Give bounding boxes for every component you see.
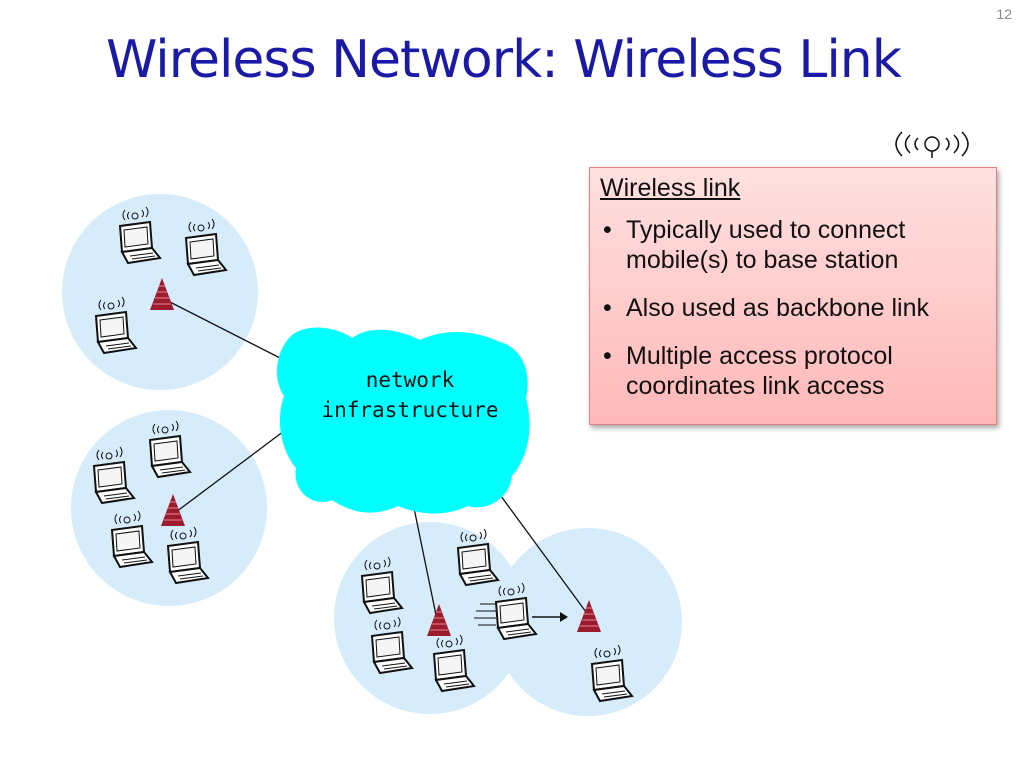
bullet-icon: •: [603, 216, 612, 244]
bullet-text: Typically used to connect mobile(s) to b…: [626, 216, 906, 274]
bullet-icon: •: [603, 294, 612, 322]
link-bottom-tower-2: [497, 491, 587, 613]
wireless-link-infobox: Wireless link • Typically used to connect…: [589, 167, 997, 425]
cloud-label-line-2: infrastructure: [321, 398, 499, 422]
slide-number: 12: [996, 6, 1012, 22]
slide-title: Wireless Network: Wireless Link: [106, 30, 902, 90]
link-top-tower: [165, 299, 285, 361]
bullet-text: Also used as backbone link: [626, 294, 929, 322]
cloud-label: network infrastructure: [318, 365, 502, 425]
wireless-signal-icon: [895, 131, 969, 158]
bullet-text: Multiple access protocol coordinates lin…: [626, 342, 893, 400]
cloud-icon: [277, 327, 530, 514]
infobox-heading: Wireless link: [600, 174, 741, 202]
handoff-arrow-head: [560, 612, 568, 622]
bullet-icon: •: [603, 342, 612, 370]
link-bottom-tower-1: [413, 507, 437, 616]
infobox-bullet: • Typically used to connect mobile(s) to …: [600, 215, 986, 275]
cloud-label-line-1: network: [365, 368, 455, 392]
motion-lines-icon: [474, 603, 496, 626]
link-left-tower: [175, 424, 293, 513]
infobox-bullet: • Also used as backbone link: [600, 293, 986, 323]
infobox-bullet-list: • Typically used to connect mobile(s) to …: [600, 215, 986, 401]
infobox-bullet: • Multiple access protocol coordinates li…: [600, 341, 986, 401]
